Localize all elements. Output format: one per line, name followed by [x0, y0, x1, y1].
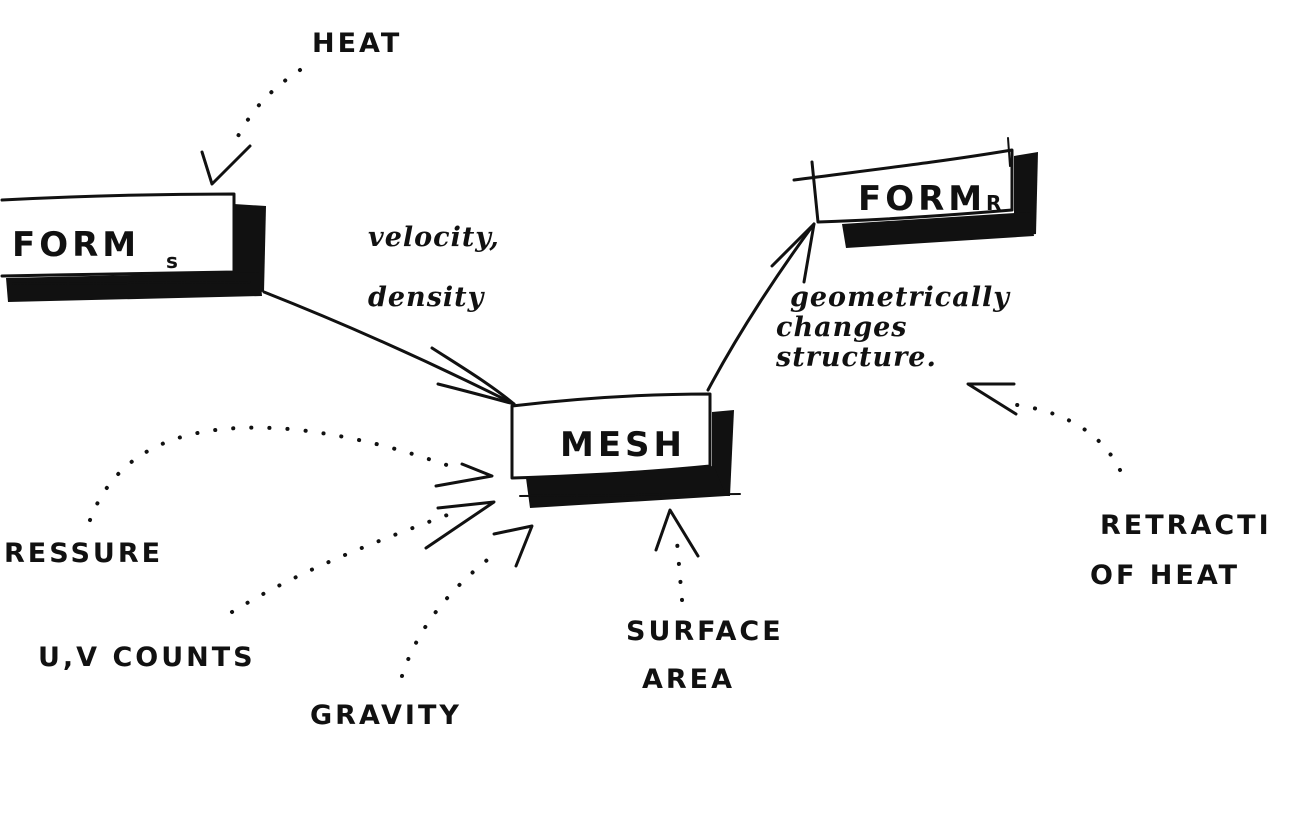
gravity-arrowhead — [492, 524, 534, 568]
mesh-to-form-r-arrow — [706, 222, 816, 392]
mesh-shadow-bottom — [526, 466, 726, 508]
form-s-shadow-right — [234, 204, 266, 292]
surface-arrowhead — [654, 508, 700, 558]
density-label: density — [368, 282, 486, 313]
form-s-to-mesh-arrowhead — [430, 346, 516, 406]
surface-dotted-line — [674, 528, 684, 602]
of-heat-label: OF HEAT — [1090, 560, 1240, 591]
form-r-subscript: R — [986, 191, 1001, 215]
mesh-label: MESH — [560, 425, 686, 465]
changes-label: changes — [776, 312, 907, 343]
form-r-node: FORM R — [792, 137, 1038, 248]
mesh-shadow-right — [712, 410, 734, 496]
gravity-dotted-line — [400, 548, 502, 678]
gravity-label: GRAVITY — [310, 700, 462, 731]
mesh-node: MESH — [510, 392, 741, 508]
mesh-to-form-r-arrowhead — [770, 222, 816, 284]
form-s-label: FORM — [12, 225, 140, 265]
form-s-hatch-gap — [9, 281, 251, 285]
heat-label: HEAT — [312, 28, 402, 59]
surface-label: SURFACE — [626, 616, 784, 647]
form-r-label: FORM — [858, 179, 986, 219]
form-s-node: FORM s — [0, 192, 266, 302]
retraction-dotted-line — [1008, 402, 1122, 472]
form-r-top-tick — [1007, 137, 1011, 167]
uv-arrowhead — [424, 500, 496, 550]
form-s-subscript: s — [166, 249, 178, 273]
uv-dotted-line — [230, 512, 452, 614]
form-r-box-outline — [792, 148, 1014, 224]
retraction-label: RETRACTI — [1100, 510, 1272, 541]
pressure-label: RESSURE — [4, 538, 163, 569]
area-label: AREA — [642, 664, 735, 695]
uv-counts-label: U,V COUNTS — [38, 642, 256, 673]
retraction-arrowhead — [966, 382, 1018, 416]
heat-arrowhead — [200, 144, 252, 186]
geometrically-label: geometrically — [790, 282, 1011, 313]
form-s-to-mesh-arrow — [262, 290, 516, 406]
form-r-shadow-bottom — [842, 212, 1034, 248]
heat-dotted-line — [230, 68, 302, 150]
pressure-arrowhead — [434, 462, 494, 488]
pressure-dotted-arc — [88, 425, 464, 522]
velocity-label: velocity, — [368, 222, 500, 253]
structure-label: structure. — [775, 342, 937, 373]
mesh-baseline — [519, 493, 741, 497]
form-s-shadow-bottom — [6, 272, 262, 302]
